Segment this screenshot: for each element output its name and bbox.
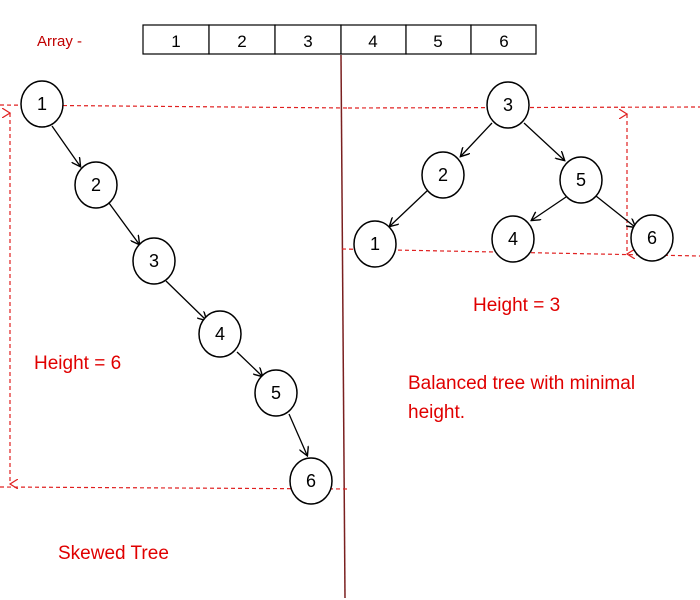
tree-edge bbox=[595, 195, 635, 227]
skewed-height-label: Height = 6 bbox=[34, 353, 121, 374]
node-label: 2 bbox=[91, 175, 101, 195]
array-cell bbox=[208, 24, 276, 55]
height-guide-bottom bbox=[0, 486, 351, 490]
tree-edge bbox=[461, 122, 493, 156]
balanced-caption-line-1: Balanced tree with minimal bbox=[408, 373, 635, 394]
node-label: 1 bbox=[370, 234, 380, 254]
array-value: 5 bbox=[433, 32, 442, 51]
array-cell bbox=[405, 24, 472, 55]
balanced-node-4: 4 bbox=[491, 215, 535, 263]
node-label: 6 bbox=[647, 228, 657, 248]
tree-edge bbox=[51, 125, 80, 166]
array-label: Array - bbox=[37, 33, 82, 50]
balanced-height-label: Height = 3 bbox=[473, 295, 560, 316]
array-value: 1 bbox=[171, 32, 180, 51]
balanced-caption-line-2: height. bbox=[408, 402, 465, 423]
balanced-node-5: 5 bbox=[559, 156, 603, 204]
array-cell bbox=[274, 24, 342, 55]
tree-edge bbox=[288, 413, 307, 455]
node-label: 5 bbox=[576, 170, 586, 190]
balanced-node-2: 2 bbox=[421, 151, 465, 199]
array-cell bbox=[470, 24, 537, 55]
skewed-caption: Skewed Tree bbox=[58, 543, 169, 564]
node-label: 6 bbox=[306, 471, 316, 491]
tree-edge bbox=[390, 189, 429, 226]
node-label: 2 bbox=[438, 165, 448, 185]
node-label: 4 bbox=[215, 324, 225, 344]
balanced-node-3: 3 bbox=[486, 81, 530, 129]
balanced-node-6: 6 bbox=[630, 214, 674, 262]
node-label: 3 bbox=[503, 95, 513, 115]
skewed-node-3: 3 bbox=[132, 237, 176, 285]
skewed-node-6: 6 bbox=[289, 457, 333, 505]
node-label: 4 bbox=[508, 229, 518, 249]
skewed-node-4: 4 bbox=[198, 310, 242, 358]
divider-line bbox=[340, 54, 346, 599]
array-row: 1 2 3 4 5 6 bbox=[142, 24, 537, 55]
skewed-node-5: 5 bbox=[254, 369, 298, 417]
skewed-node-1: 1 bbox=[20, 80, 64, 128]
node-label: 3 bbox=[149, 251, 159, 271]
tree-edge bbox=[532, 196, 567, 220]
array-value: 3 bbox=[303, 32, 312, 51]
skewed-node-2: 2 bbox=[74, 161, 118, 209]
node-label: 1 bbox=[37, 94, 47, 114]
array-cell bbox=[142, 24, 210, 55]
array-value: 2 bbox=[237, 32, 246, 51]
node-label: 5 bbox=[271, 383, 281, 403]
tree-edge bbox=[523, 122, 564, 160]
tree-edge bbox=[236, 351, 262, 376]
balanced-node-1: 1 bbox=[353, 220, 397, 268]
height-guide-bottom bbox=[341, 248, 700, 257]
array-value: 4 bbox=[368, 32, 377, 51]
tree-edge bbox=[165, 280, 206, 320]
array-value: 6 bbox=[499, 32, 508, 51]
tree-edge bbox=[108, 202, 139, 244]
